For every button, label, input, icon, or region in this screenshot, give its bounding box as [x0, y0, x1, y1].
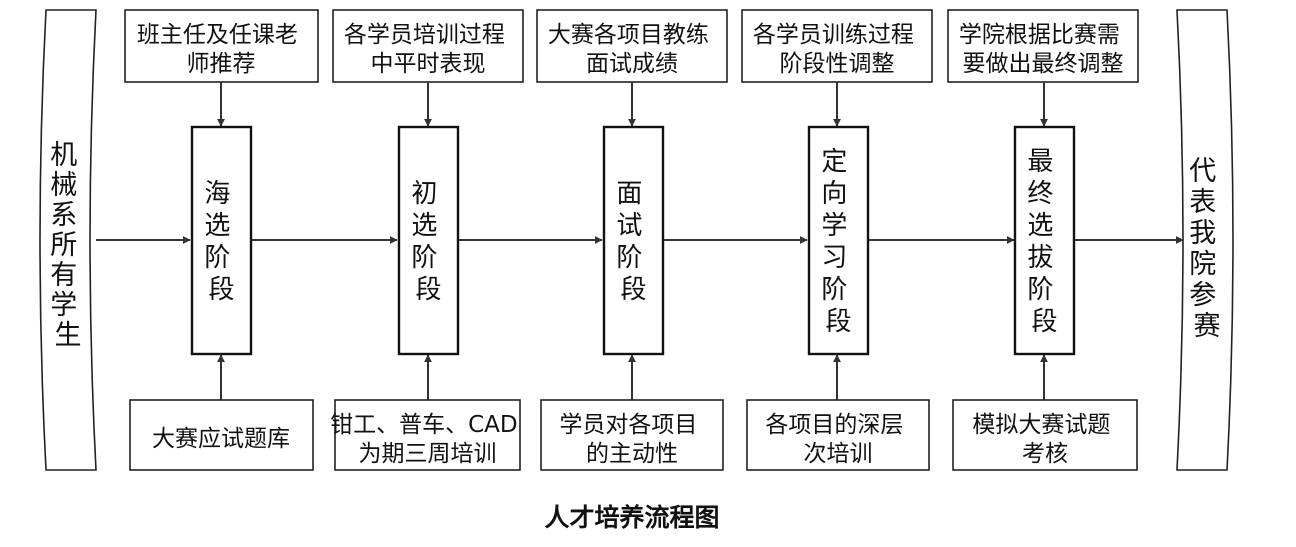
- stage-3-top-input-text: 大赛各项目教练 面试成绩: [548, 22, 716, 77]
- stage-5-bottom-input-text: 模拟大赛试题 考核: [972, 412, 1117, 467]
- source-bracket-shape: [39, 9, 97, 471]
- stage-2-box: [397, 125, 460, 356]
- stage-2-label: 初 选 阶 段: [411, 179, 445, 305]
- stage-3-label: 面 试 阶 段: [616, 179, 650, 305]
- stage-5-label: 最 终 选 拔 阶 段: [1027, 147, 1061, 337]
- stage-2-bottom-input-text: 钳工、普车、CAD 为期三周培训: [330, 412, 525, 467]
- stage-2-top-input-box: [332, 9, 524, 83]
- stage-3: 大赛各项目教练 面试成绩 面 试 阶 段 学员对各项目 的主动性: [536, 9, 728, 471]
- stage-5-top-input-box: [947, 9, 1139, 83]
- stage-3-bottom-input-text: 学员对各项目 的主动性: [559, 412, 704, 467]
- source-label: 机 械 系 所 有 学 生: [50, 140, 86, 351]
- diagram-caption: 人才培养流程图: [544, 503, 719, 532]
- stage-2-top-input-text: 各学员培训过程 中平时表现: [344, 22, 512, 77]
- stage-3-top-input-box: [536, 9, 728, 83]
- stage-1-top-input-text: 班主任及任课老 师推荐: [137, 22, 305, 77]
- stage-1-label: 海 选 阶 段: [204, 179, 238, 305]
- target-node: 代 表 我 院 参 赛: [1176, 9, 1234, 471]
- source-node: 机 械 系 所 有 学 生: [39, 9, 97, 471]
- stage-1-top-input-box: [124, 9, 319, 83]
- stage-1: 班主任及任课老 师推荐 海 选 阶 段 大赛应试题库: [124, 9, 319, 471]
- stage-5-bottom-input-box: [952, 399, 1138, 471]
- stage-5-box: [1013, 125, 1076, 356]
- stage-2: 各学员培训过程 中平时表现 初 选 阶 段 钳工、普车、CAD 为期三周培训: [330, 9, 525, 471]
- stage-3-bottom-input-box: [540, 399, 724, 471]
- target-bracket-shape: [1176, 9, 1234, 471]
- stage-4-box: [807, 125, 870, 356]
- stage-4-bottom-input-text: 各项目的深层 次培训: [765, 412, 910, 467]
- stage-1-bottom-input-box: [129, 399, 314, 471]
- stage-1-bottom-input-text: 大赛应试题库: [152, 426, 290, 452]
- stage-3-box: [602, 125, 665, 356]
- target-label: 代 表 我 院 参 赛: [1189, 156, 1225, 342]
- stage-2-bottom-input-box: [334, 399, 521, 471]
- stage-4-top-input-box: [741, 9, 933, 83]
- stage-4: 各学员训练过程 阶段性调整 定 向 学 习 阶 段 各项目的深层 次培训: [741, 9, 933, 471]
- stage-1-box: [190, 125, 253, 356]
- stage-5: 学院根据比赛需 要做出最终调整 最 终 选 拔 阶 段 模拟大赛试题 考核: [947, 9, 1139, 471]
- stage-4-top-input-text: 各学员训练过程 阶段性调整: [753, 22, 921, 77]
- stage-4-bottom-input-box: [746, 399, 930, 471]
- stage-4-label: 定 向 学 习 阶 段: [821, 147, 855, 337]
- stage-5-top-input-text: 学院根据比赛需 要做出最终调整: [959, 22, 1127, 77]
